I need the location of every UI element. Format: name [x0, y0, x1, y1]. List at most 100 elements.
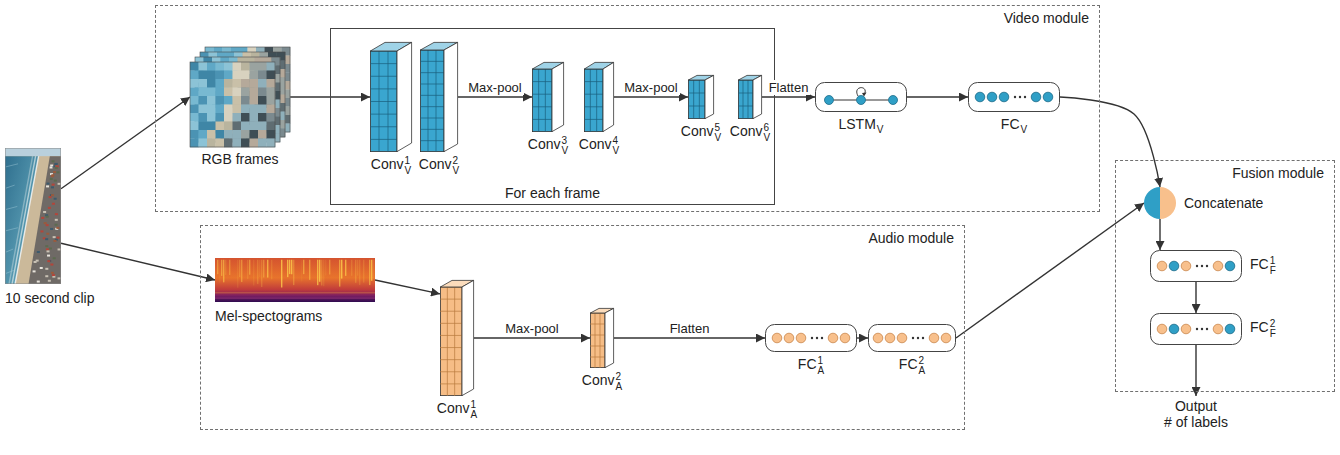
- fc-layer-box-shape-part: [969, 83, 1060, 112]
- conv-block-shape-part: [600, 313, 601, 368]
- conv-block: Conv2V: [420, 42, 458, 152]
- conv-block-shape-part: [538, 69, 539, 132]
- label-holder: Conv4V: [579, 136, 619, 156]
- conv-block: Conv3V: [532, 62, 564, 132]
- rgb-frames-image-shape-part: [250, 71, 259, 80]
- fc-layer-box-shape-part: [1157, 324, 1167, 334]
- conv-block-shape-part: [436, 50, 437, 152]
- video-clip-image-shape: [5, 148, 61, 284]
- label-holder: Fusion module: [1232, 165, 1324, 181]
- fc-layer-box-shape-part: [1151, 251, 1242, 282]
- rgb-frames-image-shape-part: [199, 71, 208, 80]
- arrow-connector: [614, 337, 765, 338]
- video-clip-image-shape-part: [6, 185, 15, 188]
- fc-layer-box-shape-part: [772, 333, 782, 343]
- rgb-frames-image-shape-part: [250, 139, 259, 148]
- fc-layer-box-shape-part: [1225, 261, 1235, 271]
- conv-block-shape-part: [738, 93, 753, 94]
- conv-block-shape: [420, 42, 458, 152]
- conv-block-shape-part: [370, 114, 397, 115]
- subscript-index: A: [471, 410, 478, 420]
- conv-block-shape-part: [447, 287, 448, 396]
- rgb-frames-image-shape-part: [216, 113, 225, 122]
- rgb-frames-image-shape-part: [258, 139, 267, 148]
- rgb-frames-image-shape-part: [190, 122, 199, 131]
- node-label: LSTM: [838, 116, 875, 132]
- rgb-frames-image-shape-part: [267, 79, 276, 88]
- superscript-index: 6: [764, 123, 771, 133]
- conv-block-shape-part: [705, 75, 714, 118]
- fc-layer-box: FC1A: [765, 324, 857, 352]
- video-clip-image-shape-part: [50, 178, 53, 180]
- conv-block-shape-part: [603, 62, 614, 131]
- video-clip-image-shape-part: [54, 180, 57, 182]
- conv-block-shape-part: [420, 95, 444, 96]
- label-holder: 10 second clip: [5, 290, 95, 306]
- conv-block-shape: [370, 42, 412, 152]
- video-clip-image-shape-part: [46, 248, 49, 250]
- subscript-index: V: [877, 125, 884, 135]
- spectrogram-image-shape-part: [237, 260, 238, 288]
- rgb-frames-image-shape-part: [241, 88, 250, 97]
- rgb-frames-image-shape-part: [224, 71, 233, 80]
- fc-layer-box-shape-part: [840, 333, 850, 343]
- subscript-index: V: [405, 166, 412, 176]
- video-clip-image-shape-part: [47, 250, 50, 252]
- superscript-index: 2: [616, 372, 623, 382]
- concatenate-circle-shape-part: [1144, 187, 1160, 219]
- lstm-box: LSTMV: [815, 82, 907, 112]
- rgb-frames-image-shape-part: [216, 62, 225, 71]
- fc-layer-box-shape-part: [917, 337, 919, 339]
- superscript-index: 2: [453, 156, 460, 166]
- rgb-frames-image-shape-part: [207, 96, 216, 105]
- conv-block-shape-part: [420, 84, 444, 85]
- superscript-index: 5: [715, 123, 722, 133]
- rgb-frames-image-shape-part: [190, 139, 199, 148]
- rgb-frames-image-shape-part: [250, 96, 259, 105]
- fc-layer-box-shape: [1150, 313, 1242, 345]
- rgb-frames-image-shape-part: [216, 139, 225, 148]
- spectrogram-image-shape-part: [267, 260, 268, 278]
- conv-block-shape-part: [688, 93, 705, 94]
- rgb-frames-image-shape-part: [200, 52, 285, 137]
- rgb-frames-image-shape-part: [224, 105, 233, 114]
- rgb-frames-image-shape-part: [267, 130, 276, 139]
- fc-layer-box-shape-part: [885, 333, 895, 343]
- rgb-frames-image-shape-part: [241, 71, 250, 80]
- spectrogram-image-shape-part: [223, 260, 224, 283]
- conv-block-shape-part: [595, 313, 596, 368]
- spectrogram-image-shape-part: [215, 292, 375, 293]
- rgb-frames-image: RGB frames: [190, 47, 290, 147]
- video-clip-image-shape-part: [53, 171, 56, 173]
- video-clip-image-shape-part: [54, 198, 57, 200]
- video-clip-image-shape-part: [49, 247, 52, 249]
- index-group: 1F: [1270, 256, 1276, 276]
- node-label: Conv: [371, 156, 404, 172]
- video-clip-image-shape-part: [45, 238, 48, 240]
- rgb-frames-image-shape-part: [267, 71, 276, 80]
- video-clip-image-shape-part: [55, 219, 58, 221]
- arrow-connector: [857, 337, 868, 338]
- superscript-index: 3: [562, 136, 569, 146]
- fc-layer-box-shape-part: [873, 333, 883, 343]
- fc-layer-box: FC2F: [1150, 313, 1242, 345]
- node-label: Conv: [437, 400, 470, 416]
- conv-block-shape-part: [584, 119, 603, 120]
- edge-label: Max-pool: [503, 321, 560, 336]
- rgb-frames-image-shape-part: [250, 105, 259, 114]
- rgb-frames-image-shape-part: [207, 139, 216, 148]
- lstm-box-shape-part: [834, 100, 857, 101]
- label-holder: FCV: [1001, 116, 1027, 135]
- video-clip-image-shape-part: [5, 148, 61, 284]
- lstm-box-shape-part: [825, 96, 834, 105]
- video-clip-image-shape-part: [45, 275, 48, 277]
- video-clip-image-shape-part: [50, 166, 53, 168]
- video-clip-image-shape-part: [52, 203, 55, 205]
- rgb-frames-image-shape-part: [199, 139, 208, 148]
- label-holder: Conv5V: [681, 123, 721, 143]
- video-clip-image-shape-part: [57, 237, 60, 239]
- conv-block-shape-part: [532, 119, 552, 120]
- edge-label-holder: Max-pool: [622, 79, 679, 95]
- conv-block-shape: [738, 75, 762, 119]
